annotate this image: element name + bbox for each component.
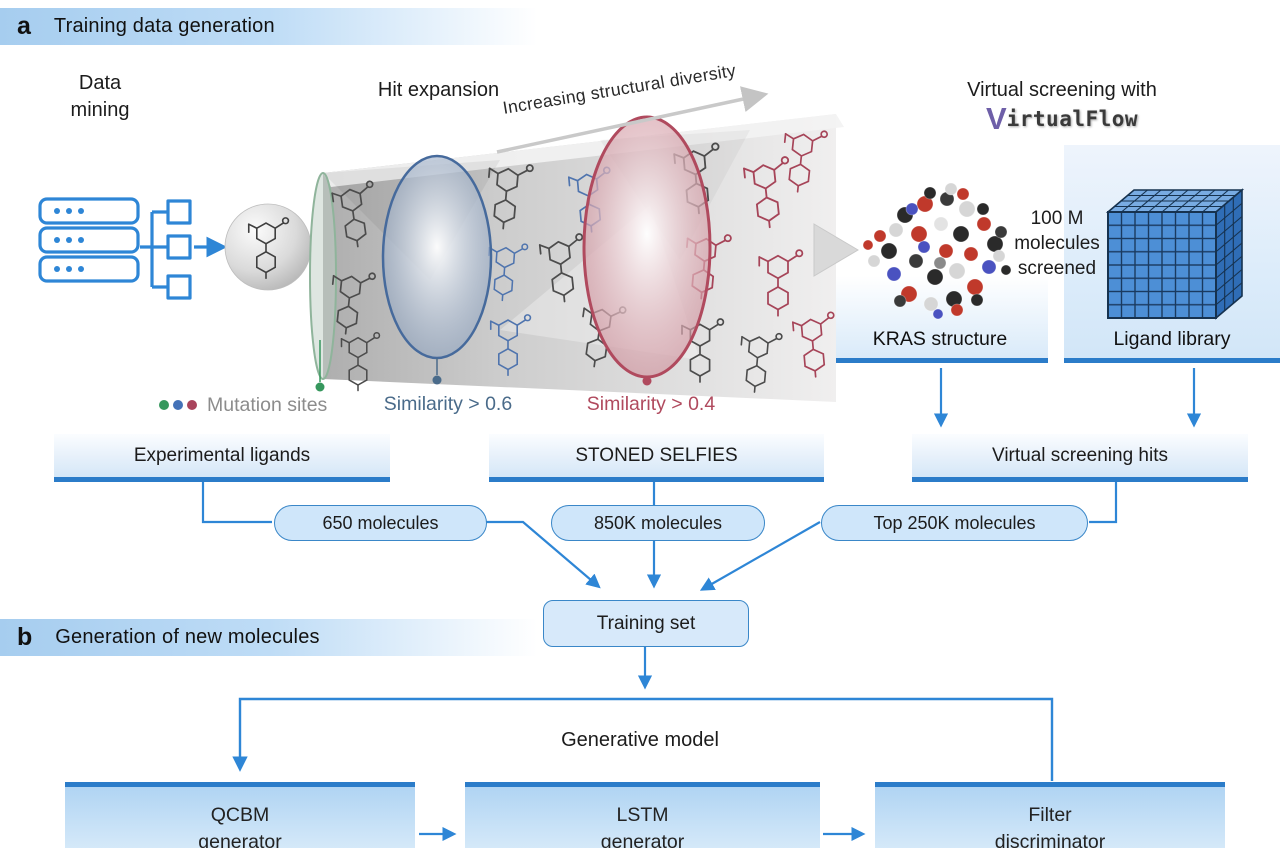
hits-to-pill-line <box>1089 481 1118 524</box>
mutation-sites-label: Mutation sites <box>207 393 328 416</box>
mutation-dot-blue-icon <box>173 400 183 410</box>
virtualflow-logo: VirtualFlow <box>948 101 1176 137</box>
pill-850k-molecules: 850K molecules <box>551 505 765 541</box>
seed-molecule-sphere <box>224 203 312 291</box>
qcbm-generator-box: QCBM generator <box>65 782 415 848</box>
pill1-to-training-arrow <box>486 520 601 589</box>
generative-model-bracket <box>232 697 1054 781</box>
virtualflow-logo-rest: irtualFlow <box>1006 107 1139 131</box>
panel-b-title: Generation of new molecules <box>55 626 320 648</box>
kras-structure-label: KRAS structure <box>872 328 1008 350</box>
mutation-dot-green-icon <box>159 400 169 410</box>
stoned-selfies-box: STONED SELFIES <box>489 434 824 482</box>
hit-expansion-label: Hit expansion <box>377 79 500 101</box>
training-set-box: Training set <box>543 600 749 647</box>
similarity-ring-red <box>582 115 712 379</box>
filter-discriminator-box: Filter discriminator <box>875 782 1225 848</box>
pill3-to-training-arrow <box>699 521 821 591</box>
panel-b-tag: b <box>17 623 33 651</box>
similarity-06-label: Similarity > 0.6 <box>383 393 513 415</box>
ligand-library-label: Ligand library <box>1113 328 1231 350</box>
data-branch-icon <box>140 199 192 300</box>
ligand-library-panel: Ligand library <box>1064 145 1280 363</box>
ring-leader-lines <box>315 340 652 392</box>
screened-count-note: 100 M molecules screened <box>1014 208 1100 279</box>
data-mining-label: Data mining <box>70 72 130 121</box>
similarity-04-label: Similarity > 0.4 <box>586 393 716 415</box>
virtual-screening-hits-box: Virtual screening hits <box>912 434 1248 482</box>
panel-a-title: Training data generation <box>53 15 275 37</box>
kras-structure-panel: KRAS structure <box>832 276 1048 363</box>
pill-650-molecules: 650 molecules <box>274 505 487 541</box>
similarity-ring-blue <box>381 154 493 360</box>
diversity-arrow <box>496 86 769 154</box>
panel-b-header: b Generation of new molecules <box>0 619 640 656</box>
virtualflow-logo-v: V <box>985 101 1007 136</box>
mutation-dot-red-icon <box>187 400 197 410</box>
mutation-ring-green <box>309 172 337 380</box>
virtual-screening-caption: Virtual screening with <box>967 79 1157 101</box>
kras-protein-icon <box>862 182 1012 320</box>
funnel-output-arrow <box>813 223 859 277</box>
pill-top-250k-molecules: Top 250K molecules <box>821 505 1088 541</box>
panel-a-tag: a <box>17 12 31 40</box>
lstm-generator-box: LSTM generator <box>465 782 820 848</box>
ligands-to-pill-line <box>201 481 272 524</box>
flow-connectors <box>201 368 1202 842</box>
mutation-sites-legend: Mutation sites <box>159 393 327 417</box>
experimental-ligands-box: Experimental ligands <box>54 434 390 482</box>
panel-a-header: a Training data generation <box>0 8 640 45</box>
ligand-library-cube-icon <box>1105 188 1245 320</box>
generative-model-label: Generative model <box>561 729 719 751</box>
database-server-icon <box>38 197 140 283</box>
